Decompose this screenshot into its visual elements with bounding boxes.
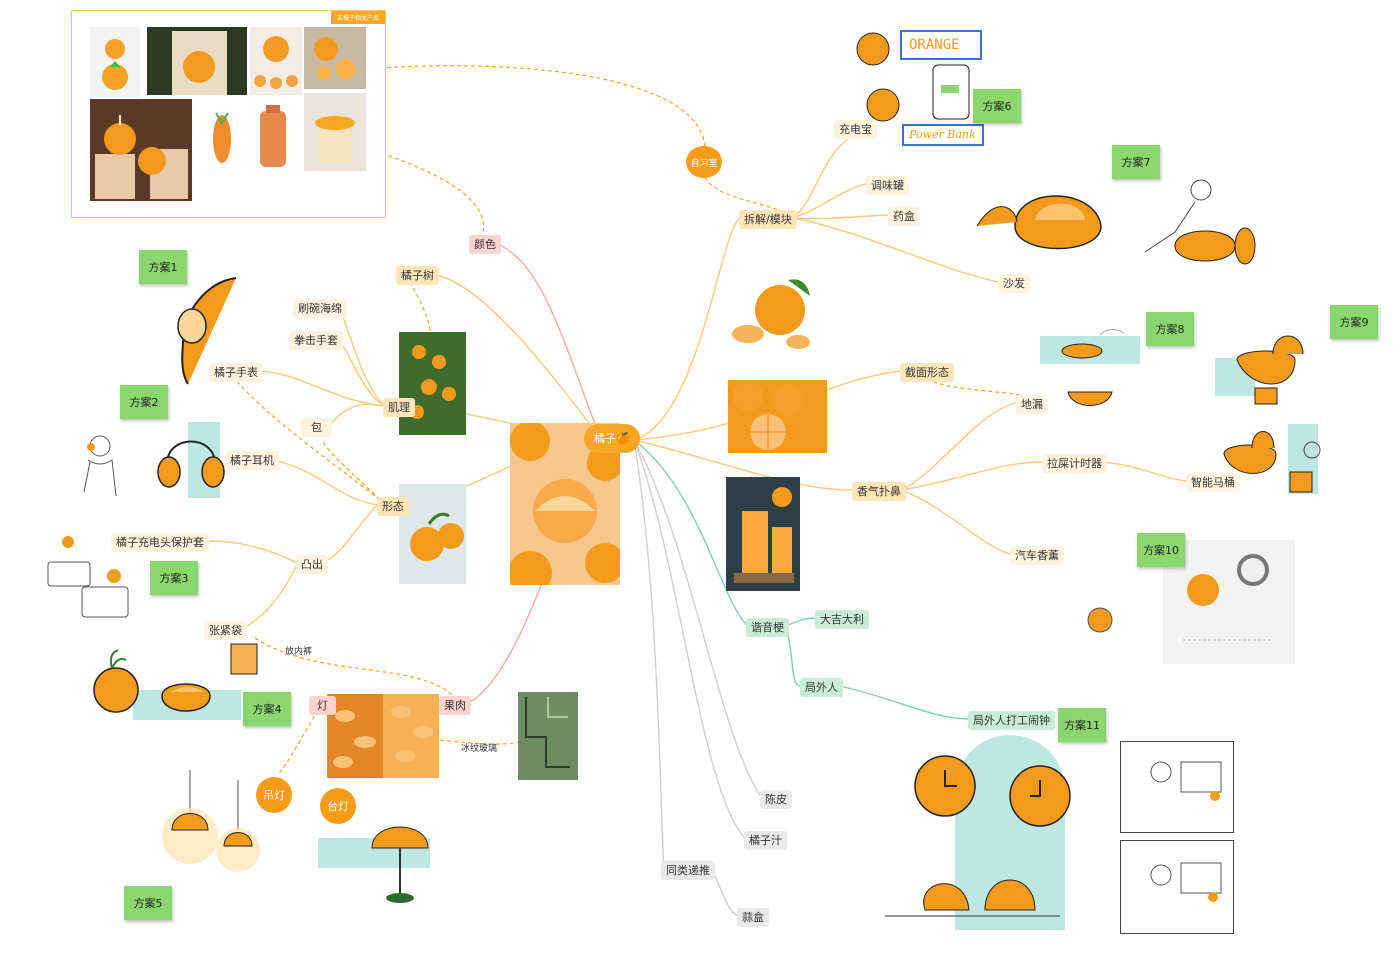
node-bump[interactable]: 凸出: [296, 555, 328, 574]
node-garlic-box[interactable]: 蒜盒: [737, 908, 769, 927]
node-desk-lamp[interactable]: 台灯: [320, 788, 356, 824]
watch-sketch: [177, 277, 237, 385]
section-photo: [728, 380, 827, 453]
edge-root-aroma: [633, 439, 853, 491]
sticky-scheme-4[interactable]: 方案4: [243, 692, 291, 726]
underwear-bag-sketch: [230, 643, 258, 675]
root-node[interactable]: 橘子🍊: [584, 424, 640, 453]
node-bag[interactable]: 包: [301, 418, 332, 437]
node-poop-timer[interactable]: 拉屎计时器: [1042, 454, 1107, 473]
ref-photo-juicer: [304, 93, 366, 171]
sticky-scheme-1[interactable]: 方案1: [139, 250, 187, 284]
node-aroma[interactable]: 香气扑鼻: [852, 482, 906, 501]
node-watch[interactable]: 橘子手表: [209, 363, 263, 382]
node-disassemble[interactable]: 拆解/模块: [739, 210, 797, 229]
node-charger-case[interactable]: 橘子充电头保护套: [111, 533, 209, 552]
car-fragrance-small: [1087, 607, 1113, 633]
sofa-person-sketch: [1144, 179, 1256, 265]
toilet-sketch: [1215, 335, 1304, 405]
node-pun[interactable]: 谐音梗: [746, 618, 789, 637]
bag-sketch: [93, 649, 211, 713]
edge-root-analogy: [633, 439, 665, 869]
node-ice-glass[interactable]: 冰纹玻璃: [461, 744, 498, 754]
edge-root-color: [494, 242, 601, 439]
node-juice[interactable]: 橘子汁: [744, 831, 787, 850]
orange-word: ORANGE: [909, 37, 960, 53]
person-headphone-sketch: [83, 435, 117, 497]
drain-sketch: [1061, 329, 1125, 359]
edge-root-tree: [431, 273, 601, 439]
node-pillbox[interactable]: 药盒: [888, 207, 920, 226]
sticky-scheme-2[interactable]: 方案2: [120, 385, 168, 419]
sticky-scheme-6[interactable]: 方案6: [973, 89, 1021, 123]
node-analogy[interactable]: 同类递推: [661, 861, 715, 880]
smart-toilet-sketch: [1223, 424, 1321, 494]
ref-photo-carrot: [200, 99, 245, 169]
node-car-fragrance[interactable]: 汽车香薰: [1010, 546, 1064, 565]
sticky-scheme-5[interactable]: 方案5: [124, 886, 172, 920]
headphone-sketch: [157, 440, 225, 488]
node-sofa[interactable]: 沙发: [998, 274, 1030, 293]
sticky-scheme-8[interactable]: 方案8: [1146, 312, 1194, 346]
tree-photo: [399, 332, 466, 435]
sticky-scheme-7[interactable]: 方案7: [1112, 145, 1160, 179]
node-seasoning[interactable]: 调味罐: [866, 176, 909, 195]
orange-leaf-photo: [728, 268, 824, 352]
node-color[interactable]: 颜色: [469, 235, 501, 254]
node-outsider-clock[interactable]: 局外人打工闹钟: [968, 711, 1055, 730]
sofa-sketch: [976, 195, 1102, 250]
shape-photo: [399, 484, 466, 584]
node-underwear[interactable]: 放内裤: [285, 647, 313, 657]
ref-photo-slices: [304, 27, 366, 89]
car-fragrance-photo: [1163, 540, 1295, 664]
edge-root-disassemble: [633, 217, 741, 441]
charger-sketch: [47, 536, 129, 618]
node-drain[interactable]: 地漏: [1016, 395, 1048, 414]
node-sponge[interactable]: 刷碗海绵: [293, 299, 347, 318]
sticky-scheme-11[interactable]: 方案11: [1058, 708, 1106, 742]
node-study-room[interactable]: 自习室: [686, 146, 722, 178]
ice-glass-photo: [518, 692, 578, 780]
node-texture[interactable]: 肌理: [383, 398, 415, 417]
node-outsider[interactable]: 局外人: [800, 678, 843, 697]
drain-side-sketch: [1067, 391, 1113, 406]
clock-storyboard-2: [1120, 840, 1234, 934]
node-luck[interactable]: 大吉大利: [815, 610, 869, 629]
clock-storyboard-1: [1120, 741, 1234, 833]
node-section[interactable]: 截面形态: [900, 363, 954, 382]
dashed-panel-study: [379, 65, 706, 149]
reference-panel: 买橘子相关产品: [71, 10, 386, 218]
node-lamp[interactable]: 灯: [309, 696, 336, 715]
edge-root-peel: [633, 439, 763, 799]
sticky-scheme-3[interactable]: 方案3: [150, 561, 198, 595]
node-smart-toilet[interactable]: 智能马桶: [1186, 473, 1240, 492]
node-tension[interactable]: 张紧袋: [204, 621, 247, 640]
flesh-photo: [327, 694, 439, 778]
clock-sketch: [885, 755, 1071, 917]
node-tree[interactable]: 橘子树: [396, 266, 439, 285]
ref-photo-candle: [90, 99, 192, 201]
node-pendant-lamp[interactable]: 吊灯: [256, 777, 292, 813]
pendant-lamp-sketch: [162, 770, 260, 872]
ref-photo-thermos: [252, 99, 297, 169]
edge-root-pun: [633, 439, 749, 627]
ref-photo-dish: [250, 27, 302, 95]
panel-tag: 买橘子相关产品: [330, 11, 385, 24]
ref-photo-box: [147, 27, 247, 95]
juice-photo: [726, 477, 800, 591]
node-power-bank[interactable]: 充电宝: [834, 120, 877, 139]
sticky-scheme-9[interactable]: 方案9: [1330, 305, 1378, 339]
node-peel[interactable]: 陈皮: [760, 790, 792, 809]
desk-lamp-sketch: [371, 826, 429, 903]
sticky-scheme-10[interactable]: 方案10: [1137, 533, 1185, 567]
node-flesh[interactable]: 果肉: [439, 696, 471, 715]
node-shape[interactable]: 形态: [377, 497, 409, 516]
node-glove[interactable]: 拳击手套: [289, 331, 343, 350]
ref-photo-cake: [90, 27, 140, 97]
node-headphone[interactable]: 橘子耳机: [225, 451, 279, 470]
edge-root-juice: [633, 439, 746, 839]
power-bank-word: Power Bank: [909, 128, 976, 141]
